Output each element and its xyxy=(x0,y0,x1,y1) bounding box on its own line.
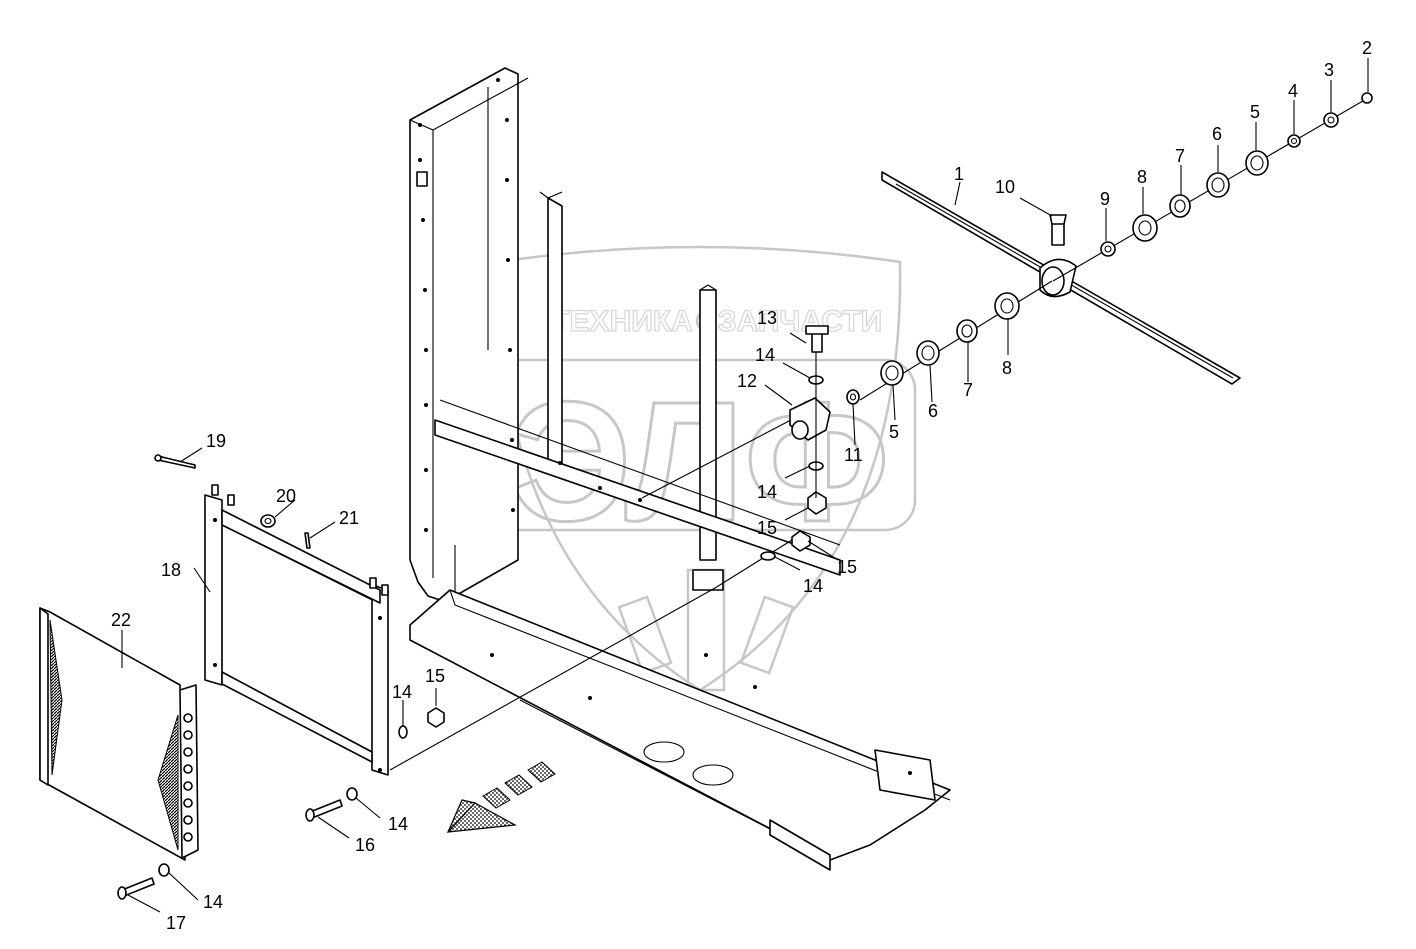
callout-16: 16 xyxy=(355,835,375,855)
brace-part-18 xyxy=(204,484,389,776)
watermark-brand-right: ЗАПЧАСТИ xyxy=(718,305,882,338)
watermark-brand-left: ТЕХНИКА xyxy=(551,305,693,338)
support-frame xyxy=(409,67,951,871)
fasteners-left xyxy=(117,587,716,900)
callout-15-right: 15 xyxy=(837,557,857,577)
callout-14-left: 14 xyxy=(392,682,412,702)
callout-labels: 1 2 3 4 5 5 6 6 7 7 8 8 9 10 11 12 13 14… xyxy=(111,38,1372,933)
pin-assembly xyxy=(154,454,311,549)
callout-7-left: 7 xyxy=(963,380,973,400)
leader-lines xyxy=(121,58,1369,913)
callout-5-left: 5 xyxy=(889,422,899,442)
callout-1: 1 xyxy=(954,164,964,184)
callout-14-lower: 14 xyxy=(388,814,408,834)
callout-14-center: 14 xyxy=(803,576,823,596)
callout-5-right: 5 xyxy=(1250,102,1260,122)
callout-10: 10 xyxy=(995,177,1015,197)
callout-22: 22 xyxy=(111,610,131,630)
callout-3: 3 xyxy=(1324,60,1334,80)
callout-4: 4 xyxy=(1288,81,1298,101)
callout-15-upper: 15 xyxy=(757,518,777,538)
watermark-fingers xyxy=(617,568,795,692)
callout-8-left: 8 xyxy=(1002,358,1012,378)
callout-14-upper: 14 xyxy=(755,345,775,365)
callout-20: 20 xyxy=(276,486,296,506)
callout-14-mid: 14 xyxy=(757,482,777,502)
callout-6-right: 6 xyxy=(1212,124,1222,144)
callout-7-right: 7 xyxy=(1175,146,1185,166)
callout-13: 13 xyxy=(757,308,777,328)
callout-11: 11 xyxy=(844,445,863,465)
callout-15-left: 15 xyxy=(425,666,445,686)
callout-18: 18 xyxy=(161,560,181,580)
axis-parts xyxy=(846,92,1373,405)
callout-21: 21 xyxy=(339,508,359,528)
callout-8-right: 8 xyxy=(1137,167,1147,187)
callout-14-bottom: 14 xyxy=(203,892,223,912)
callout-17: 17 xyxy=(166,913,186,933)
watermark-shield xyxy=(496,245,902,692)
shaft-hub xyxy=(1039,214,1077,298)
callout-19: 19 xyxy=(206,431,226,451)
callout-6-left: 6 xyxy=(928,401,938,421)
frame-bolt-holes xyxy=(418,78,912,775)
callout-2: 2 xyxy=(1362,38,1372,58)
forward-direction-arrow-icon xyxy=(446,761,556,833)
callout-12: 12 xyxy=(737,371,757,391)
callout-9: 9 xyxy=(1100,189,1110,209)
cooler-part-22 xyxy=(39,607,199,861)
fastener-set-center xyxy=(714,530,811,589)
cooler-fittings xyxy=(183,713,193,842)
